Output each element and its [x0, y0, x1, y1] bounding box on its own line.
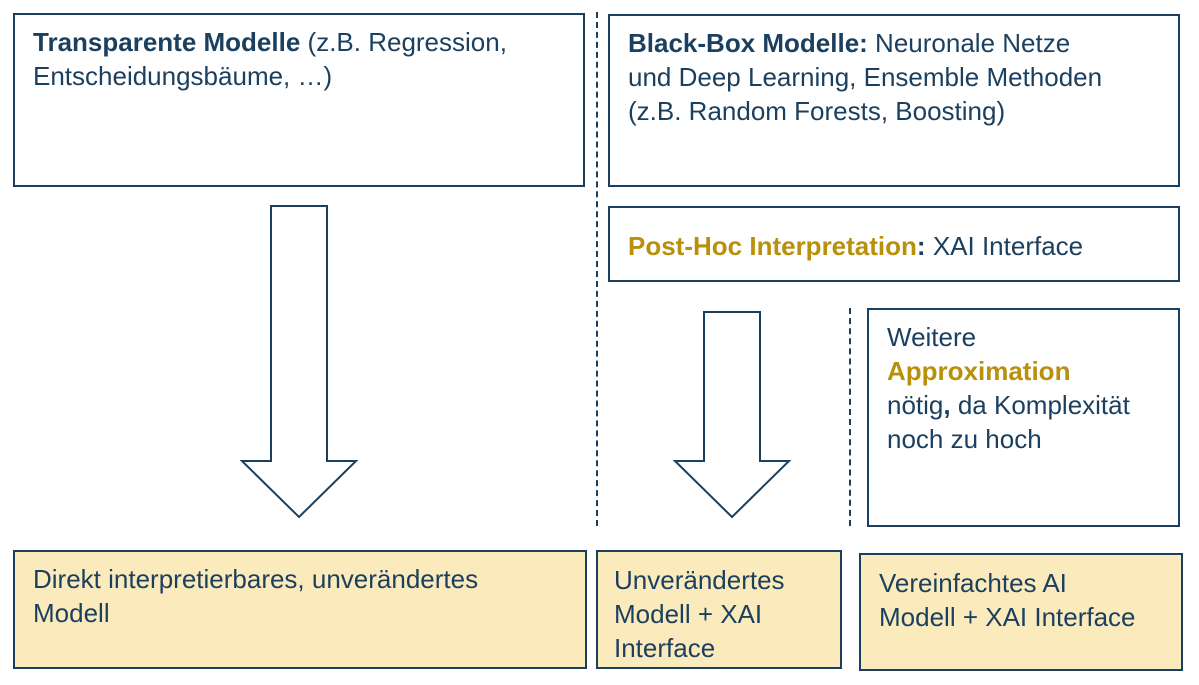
posthoc-colon: :: [916, 231, 926, 261]
blackbox-models-desc-1: Neuronale Netze: [867, 28, 1071, 58]
result-xai-line-3: Interface: [614, 633, 716, 663]
divider-approximation: [849, 308, 851, 526]
transparent-models-desc-2: Entscheidungsbäume, …): [33, 61, 333, 91]
blackbox-models-desc-3: (z.B. Random Forests, Boosting): [628, 96, 1006, 126]
result-direct-line-2: Modell: [33, 598, 110, 628]
posthoc-desc: XAI Interface: [925, 231, 1084, 261]
arrow-down-middle: [672, 311, 792, 519]
blackbox-models-desc-2: und Deep Learning, Ensemble Methoden: [628, 62, 1103, 92]
approximation-comma: ,: [943, 390, 951, 420]
blackbox-models-box: Black-Box Modelle: Neuronale Netze und D…: [608, 14, 1180, 187]
approximation-box: Weitere Approximation nötig, da Komplexi…: [867, 308, 1180, 527]
result-direct-model-box: Direkt interpretierbares, unverändertes …: [13, 550, 587, 669]
approximation-highlight: Approximation: [887, 356, 1071, 386]
approximation-line-4: noch zu hoch: [887, 424, 1042, 454]
transparent-models-desc-1: (z.B. Regression,: [300, 27, 507, 57]
result-simplified-line-2: Modell + XAI Interface: [879, 602, 1136, 632]
result-xai-model-box: Unverändertes Modell + XAI Interface: [596, 550, 842, 669]
blackbox-models-title: Black-Box Modelle:: [628, 28, 868, 58]
transparent-models-box: Transparente Modelle (z.B. Regression, E…: [13, 13, 585, 187]
divider-main: [596, 12, 598, 526]
posthoc-title: Post-Hoc Interpretation: [628, 231, 917, 261]
result-xai-line-1: Unverändertes: [614, 565, 785, 595]
approximation-line-1: Weitere: [887, 322, 977, 352]
result-xai-line-2: Modell + XAI: [614, 599, 763, 629]
approximation-line-3b: da Komplexität: [950, 390, 1130, 420]
approximation-line-3a: nötig: [887, 390, 944, 420]
result-direct-line-1: Direkt interpretierbares, unverändertes: [33, 564, 479, 594]
arrow-down-left: [239, 205, 359, 519]
posthoc-interpretation-box: Post-Hoc Interpretation: XAI Interface: [608, 206, 1180, 282]
transparent-models-title: Transparente Modelle: [33, 27, 301, 57]
result-simplified-model-box: Vereinfachtes AI Modell + XAI Interface: [859, 553, 1183, 671]
result-simplified-line-1: Vereinfachtes AI: [879, 568, 1067, 598]
